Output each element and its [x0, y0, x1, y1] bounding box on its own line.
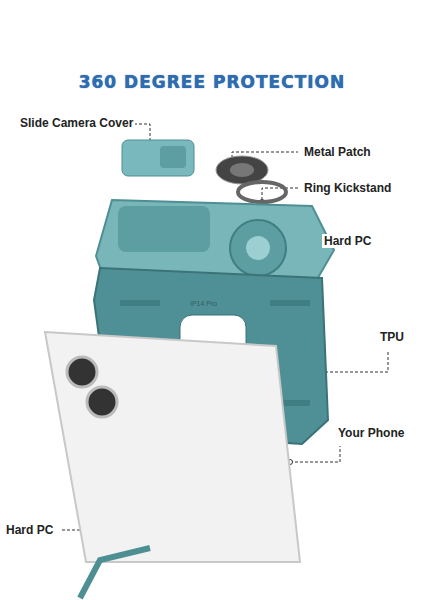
- part-label: TPU: [378, 330, 406, 344]
- phone: [45, 332, 300, 562]
- ring-kickstand: [216, 156, 286, 202]
- part-label: Ring Kickstand: [302, 181, 393, 195]
- hard-pc-bumper: [80, 548, 150, 598]
- part-label: Your Phone: [336, 426, 406, 440]
- part-label: Metal Patch: [302, 145, 373, 159]
- part-label: Hard PC: [322, 234, 373, 248]
- part-label: Hard PC: [4, 523, 55, 537]
- part-label: Slide Camera Cover: [18, 116, 135, 130]
- model-engraving: IP14 Pro: [190, 300, 217, 307]
- camera-cover: [122, 140, 194, 176]
- diagram-title: 360 DEGREE PROTECTION: [79, 72, 346, 92]
